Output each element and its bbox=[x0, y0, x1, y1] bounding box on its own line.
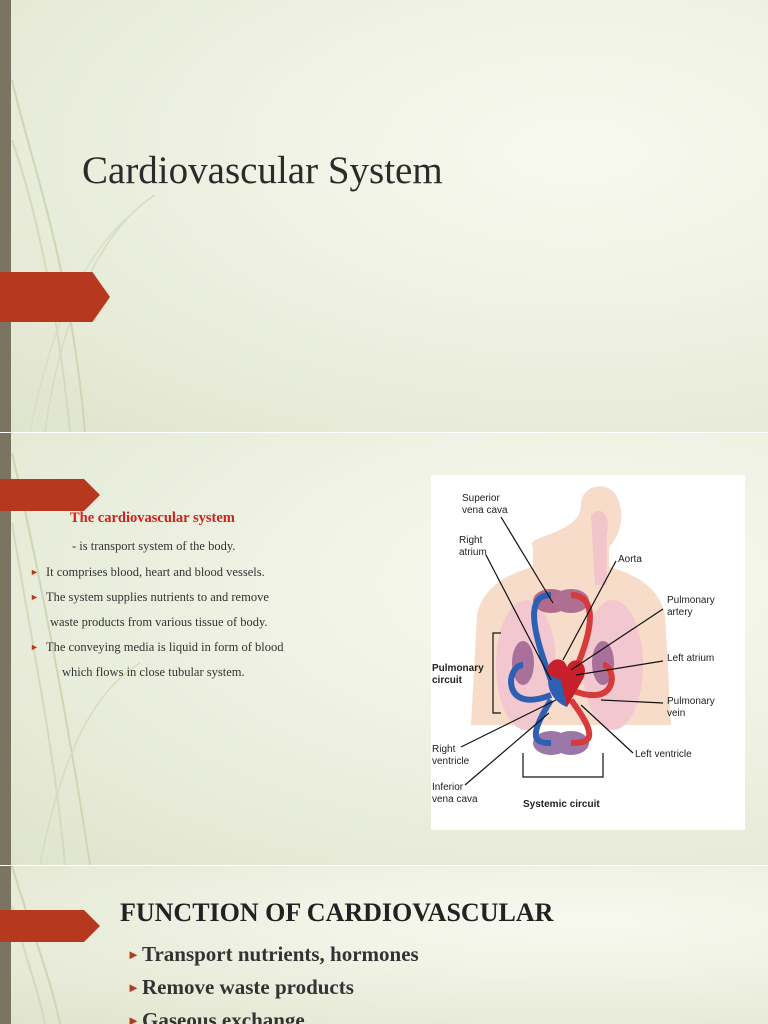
intro-bullet-3: The conveying media is liquid in form of… bbox=[46, 640, 284, 654]
circulation-diagram: Superior vena cava Right atrium Aorta Pu… bbox=[431, 475, 745, 830]
slide-functions: FUNCTION OF CARDIOVASCULAR ► Transport n… bbox=[0, 866, 768, 1024]
label-right-atrium: Right atrium bbox=[459, 535, 487, 558]
label-right-ventricle: Right ventricle bbox=[432, 744, 470, 767]
decorative-swirl-lines bbox=[11, 79, 156, 432]
intro-bullet-1: It comprises blood, heart and blood vess… bbox=[46, 565, 265, 579]
slide-intro: The cardiovascular system - is transport… bbox=[0, 433, 768, 865]
function-bullet-1: ► Transport nutrients, hormones bbox=[127, 942, 419, 966]
label-left-ventricle: Left ventricle bbox=[635, 749, 692, 760]
slide-separator bbox=[0, 865, 768, 866]
bullet-arrow-icon: ► bbox=[30, 567, 39, 577]
circulation-illustration bbox=[460, 486, 671, 786]
slide-left-bar bbox=[0, 0, 11, 432]
bullet-arrow-icon: ► bbox=[127, 980, 140, 995]
slide-title-text: Cardiovascular System bbox=[82, 149, 443, 192]
label-pulmonary-artery: Pulmonary artery bbox=[667, 595, 715, 618]
label-inferior-vena-cava: Inferior vena cava bbox=[432, 782, 478, 805]
label-superior-vena-cava: Superior vena cava bbox=[462, 493, 508, 516]
slide-left-bar bbox=[0, 433, 11, 865]
label-pulmonary-vein: Pulmonary vein bbox=[667, 696, 715, 719]
bullet-arrow-icon: ► bbox=[30, 592, 39, 602]
label-aorta: Aorta bbox=[618, 554, 642, 565]
intro-bullet-2-continuation: waste products from various tissue of bo… bbox=[50, 615, 268, 629]
label-left-atrium: Left atrium bbox=[667, 653, 715, 664]
functions-title: FUNCTION OF CARDIOVASCULAR bbox=[120, 898, 554, 927]
label-pulmonary-circuit: Pulmonary circuit bbox=[432, 663, 484, 686]
intro-bullet-2: The system supplies nutrients to and rem… bbox=[46, 590, 269, 604]
label-systemic-circuit: Systemic circuit bbox=[523, 799, 600, 810]
slide-title: Cardiovascular System bbox=[0, 0, 768, 432]
bullet-arrow-icon: ► bbox=[127, 947, 140, 962]
intro-bullet-3-continuation: which flows in close tubular system. bbox=[62, 665, 245, 679]
slide-accent-tab bbox=[0, 910, 100, 942]
function-bullet-3: ► Gaseous exchange bbox=[127, 1008, 305, 1024]
slide-accent-tab bbox=[0, 479, 100, 511]
function-bullet-2: ► Remove waste products bbox=[127, 975, 354, 999]
slide-accent-tab bbox=[0, 272, 110, 322]
bullet-arrow-icon: ► bbox=[127, 1013, 140, 1024]
bullet-arrow-icon: ► bbox=[30, 642, 39, 652]
slide-left-bar bbox=[0, 866, 11, 1024]
intro-subheading: - is transport system of the body. bbox=[72, 539, 236, 553]
intro-heading: The cardiovascular system bbox=[70, 510, 235, 526]
slide-separator bbox=[0, 432, 768, 433]
